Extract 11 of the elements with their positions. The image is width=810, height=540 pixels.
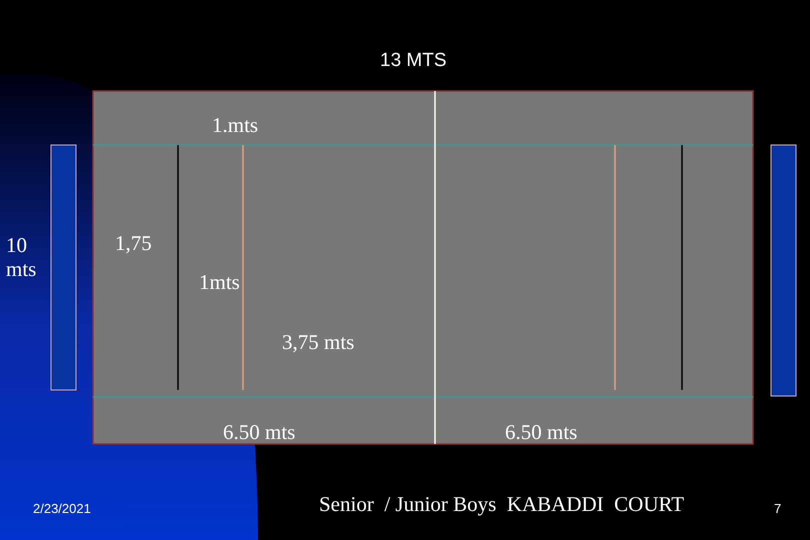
dimension-label: 3,75 mts bbox=[282, 330, 354, 354]
page-number: 7 bbox=[774, 502, 782, 517]
dimension-label: 1,75 bbox=[115, 231, 152, 256]
dimension-label: 6.50 mts bbox=[505, 420, 578, 444]
date-text: 2/23/2021 bbox=[33, 502, 91, 517]
dimension-label: 6.50 mts bbox=[223, 420, 296, 444]
dimension-label: 10 mts bbox=[6, 233, 38, 282]
dimension-label: 1.mts bbox=[212, 113, 258, 138]
caption: Senior / Junior Boys KABADDI COURT bbox=[319, 492, 684, 516]
dimension-label: 1mts bbox=[199, 270, 240, 294]
dimension-label: 13 MTS bbox=[380, 50, 447, 72]
